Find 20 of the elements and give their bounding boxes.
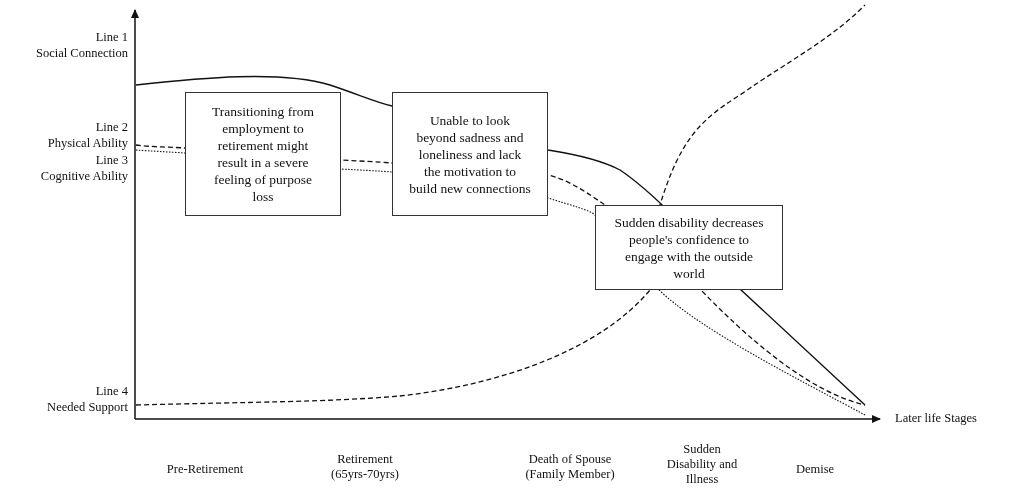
curve-label: Cognitive Ability xyxy=(39,169,128,184)
annotation-text: Transitioning from employment to retirement might result in a severe feeling of purpose loss xyxy=(211,103,315,205)
curve-label: Physical Ability xyxy=(46,136,128,151)
stage-label: Retirement (65yrs-70yrs) xyxy=(329,452,400,482)
axis-title: Later life Stages xyxy=(895,411,978,426)
annotation-box xyxy=(392,92,548,216)
line-number-label: Line 3 xyxy=(94,153,128,168)
line-number-label: Line 1 xyxy=(94,30,128,45)
stage-label: Demise xyxy=(794,462,836,477)
stage-label: Pre-Retirement xyxy=(165,462,245,477)
line-number-label: Line 2 xyxy=(94,120,128,135)
annotation-box xyxy=(595,205,783,290)
curve-label: Social Connection xyxy=(35,46,128,61)
annotation-text: Sudden disability decreases people's confidence to engage with the outside world xyxy=(613,213,765,282)
curve-label: Needed Support xyxy=(46,400,128,415)
stage-label: Death of Spouse (Family Member) xyxy=(524,452,616,482)
stage-label: Sudden Disability and Illness xyxy=(665,442,739,487)
annotation-box xyxy=(185,92,341,216)
line-number-label: Line 4 xyxy=(94,384,128,399)
annotation-text: Unable to look beyond sadness and loneliness and lack the motivation to build new connections xyxy=(409,111,531,197)
